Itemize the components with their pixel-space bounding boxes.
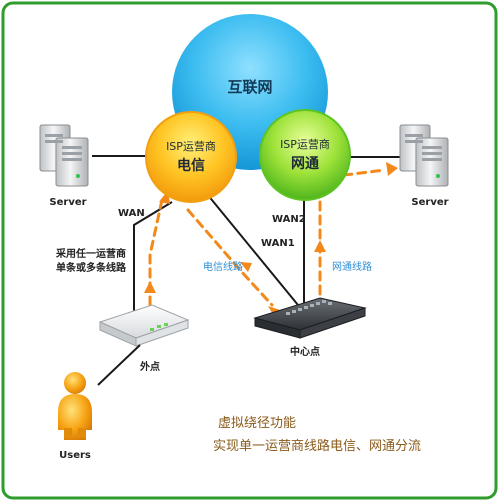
left-server-icon (39, 124, 89, 187)
wan-label: WAN (118, 208, 145, 219)
isp-telecom-label-bottom: 电信 (177, 157, 205, 174)
arrow-up-outpoint (144, 281, 156, 293)
arrow-telecom-line (240, 262, 252, 272)
arrow-into-center (268, 306, 280, 316)
link-wan1 (197, 182, 299, 306)
note-left-line2: 单条或多条线路 (56, 261, 127, 274)
wan1-label: WAN1 (261, 238, 295, 249)
isp-telecom-node (145, 111, 237, 203)
arrow-up-netcom-line (314, 240, 326, 252)
isp-telecom-label-top: ISP运营商 (166, 139, 216, 153)
users-label: Users (59, 450, 91, 461)
isp-netcom-label-top: ISP运营商 (280, 137, 330, 151)
right-server-label: Server (411, 197, 448, 208)
isp-netcom-label-bottom: 网通 (291, 156, 319, 172)
outpoint-router-icon (98, 304, 190, 347)
telecom-line-label: 电信线路 (203, 260, 243, 273)
center-point-label: 中心点 (290, 345, 320, 358)
solid-links (92, 155, 400, 322)
arrow-to-right-server (386, 162, 398, 176)
left-server-label: Server (49, 197, 86, 208)
isp-netcom-node (259, 109, 351, 201)
link-wan-outpoint (133, 201, 173, 322)
wan2-label: WAN2 (272, 214, 306, 225)
route-arrows (144, 162, 398, 316)
right-server-icon (399, 124, 449, 187)
user-icon (58, 344, 141, 440)
outpoint-label: 外点 (139, 360, 160, 373)
note-left-line1: 采用任一运营商 (55, 247, 126, 260)
center-switch-icon (253, 297, 367, 339)
internet-label: 互联网 (227, 78, 272, 96)
netcom-line-label: 网通线路 (332, 260, 372, 273)
caption-line1: 虚拟绕径功能 (218, 416, 296, 431)
route-telecom-center (186, 208, 274, 307)
caption-line2: 实现单一运营商线路电信、网通分流 (213, 438, 421, 454)
